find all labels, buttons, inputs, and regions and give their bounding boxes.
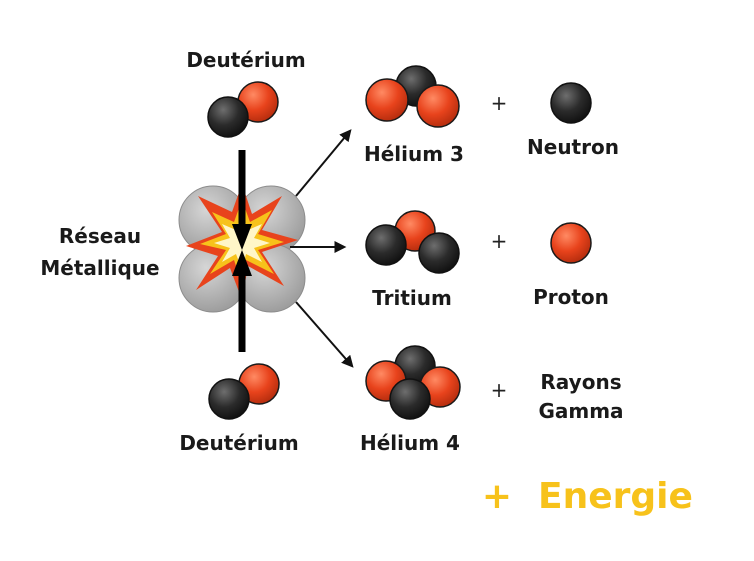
- helium3-label: Hélium 3: [364, 142, 464, 166]
- arrow-to-helium3: [295, 129, 352, 197]
- collision-arrows: [232, 150, 252, 352]
- lattice-label-line2: Métallique: [40, 256, 159, 280]
- neutron: [389, 378, 431, 420]
- energy-plus: +: [482, 476, 512, 517]
- helium3-nucleus: [365, 65, 460, 128]
- arrow-up-head: [232, 250, 252, 276]
- neutron: [208, 378, 250, 420]
- proton: [365, 78, 409, 122]
- neutron: [207, 96, 249, 138]
- tritium-label: Tritium: [372, 286, 452, 310]
- neutron-label: Neutron: [527, 135, 619, 159]
- gamma-label-line2: Gamma: [538, 399, 623, 423]
- arrow-down-head: [232, 224, 252, 250]
- proton-label: Proton: [533, 285, 609, 309]
- helium4-label: Hélium 4: [360, 431, 460, 455]
- plus-sign: +: [491, 378, 508, 402]
- proton: [416, 84, 460, 128]
- energy-label: Energie: [538, 476, 693, 517]
- neutron: [418, 232, 460, 274]
- proton-particle: [550, 222, 592, 264]
- gamma-label-line1: Rayons: [540, 370, 621, 394]
- deuterium-top-label: Deutérium: [186, 48, 305, 72]
- tritium-nucleus: [365, 210, 460, 274]
- lattice-label-line1: Réseau: [59, 224, 141, 248]
- plus-sign: +: [491, 229, 508, 253]
- neutron: [365, 224, 407, 266]
- deuterium-top-nucleus: [207, 81, 279, 138]
- plus-sign: +: [491, 91, 508, 115]
- helium4-nucleus: [365, 345, 461, 420]
- deuterium-bottom-label: Deutérium: [179, 431, 298, 455]
- arrow-to-helium4: [295, 301, 354, 368]
- neutron-particle: [550, 82, 592, 124]
- deuterium-bottom-nucleus: [208, 363, 280, 420]
